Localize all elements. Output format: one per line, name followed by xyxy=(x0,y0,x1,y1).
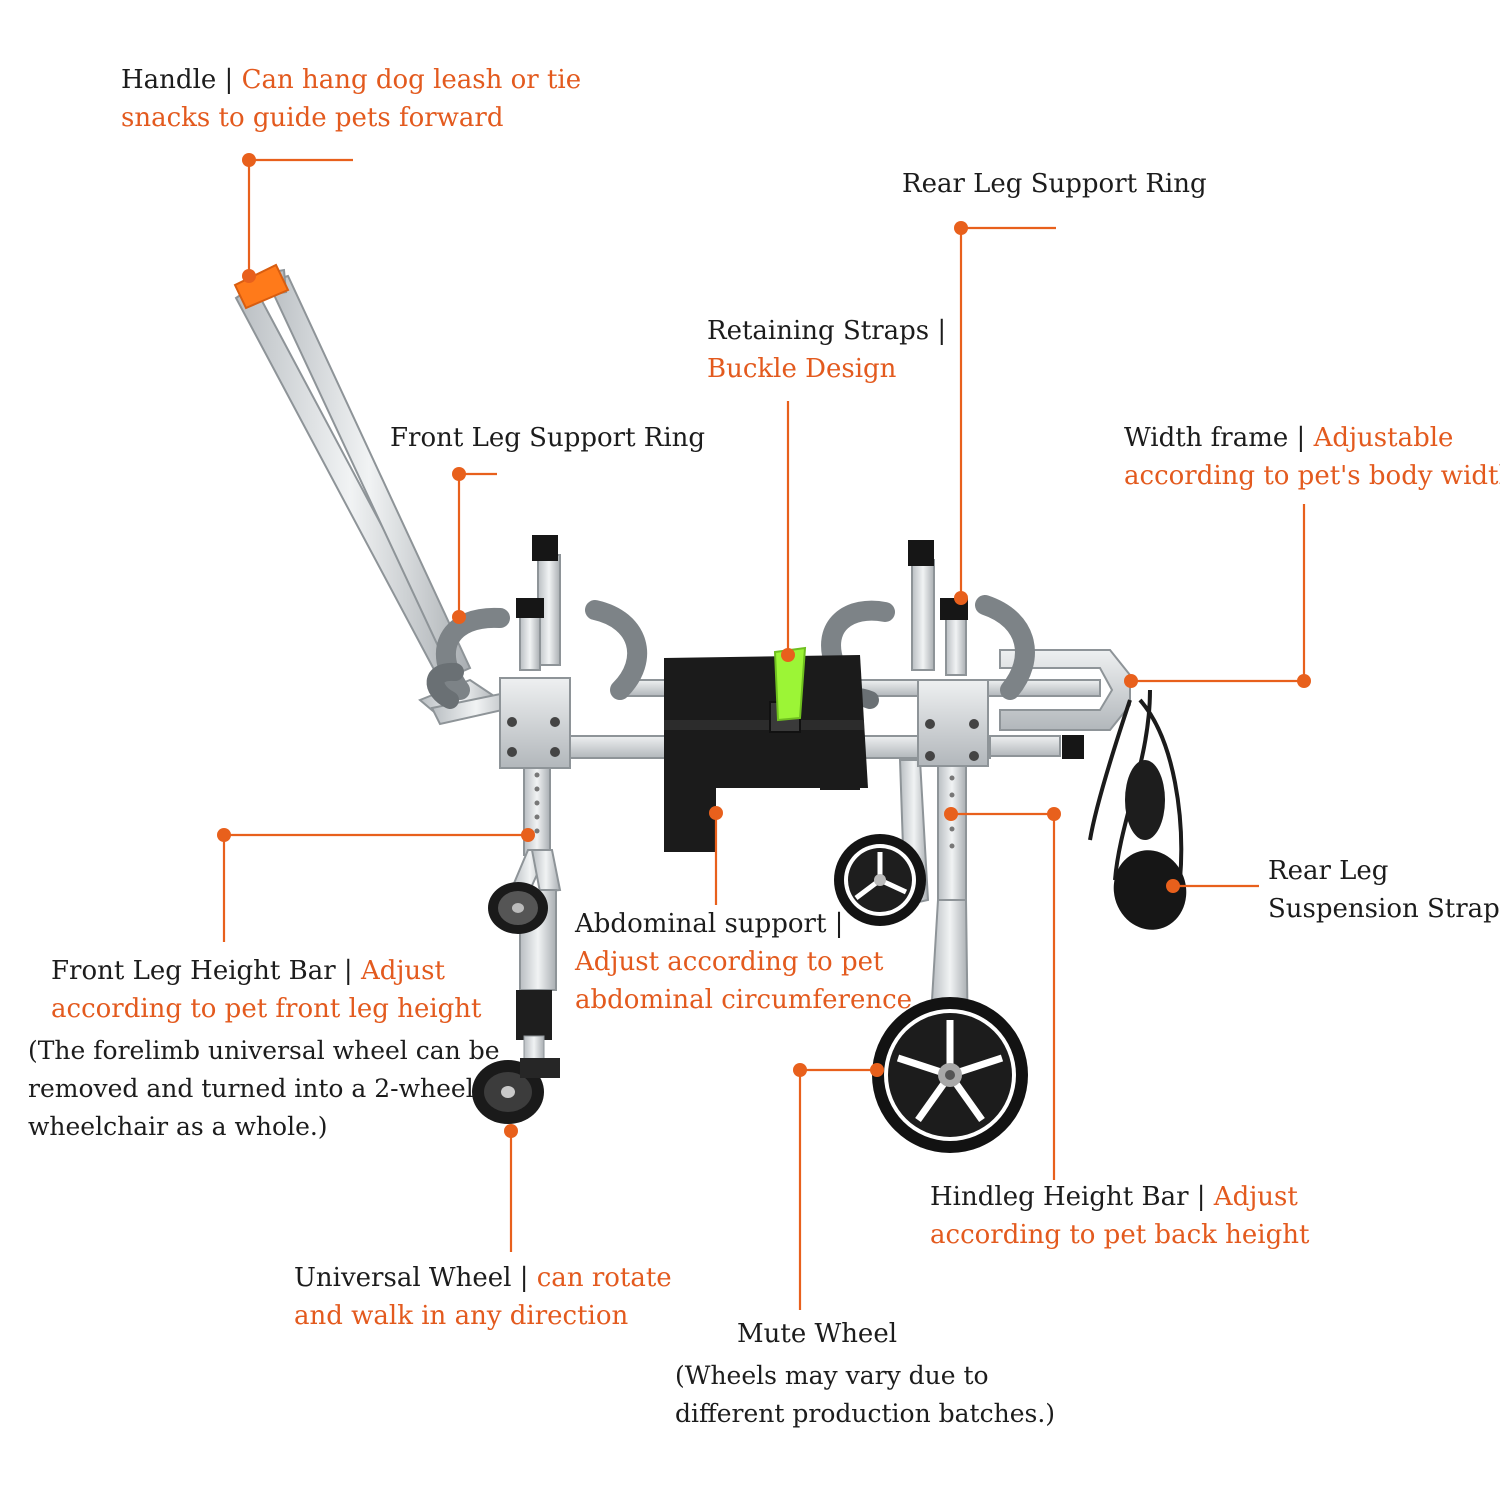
retaining-desc: Buckle Design xyxy=(707,354,897,384)
front-height-note: (The forelimb universal wheel can be rem… xyxy=(28,1036,500,1141)
abdominal-label: Abdominal support | Adjust according to … xyxy=(575,905,912,1019)
hind-height-desc-2: according to pet back height xyxy=(930,1220,1310,1250)
abdominal-desc-2: abdominal circumference xyxy=(575,985,913,1015)
leader-dots xyxy=(217,153,1311,1138)
handle-desc-2: snacks to guide pets forward xyxy=(121,103,504,133)
clamp-blocks xyxy=(499,677,989,769)
leader-handle xyxy=(247,158,353,276)
mute-wheel-label: Mute Wheel xyxy=(737,1319,898,1349)
leader-width xyxy=(1131,504,1306,683)
front-caster-upper xyxy=(488,882,548,934)
handle-desc: Can hang dog leash or tie xyxy=(241,65,582,95)
front-support-rings xyxy=(426,600,648,709)
leader-rear-ring xyxy=(959,226,1056,598)
universal-wheel xyxy=(472,1058,560,1124)
rear-suspension-strap xyxy=(1088,689,1187,930)
handle-grip xyxy=(233,263,290,310)
support-posts xyxy=(516,535,1084,759)
hind-height-label: Hindleg Height Bar | Adjust according to… xyxy=(930,1178,1309,1254)
front-height-desc: Adjust xyxy=(360,956,445,986)
universal-wheel-label: Universal Wheel | can rotate and walk in… xyxy=(294,1259,672,1335)
front-height-label: Front Leg Height Bar | Adjust according … xyxy=(51,952,482,1028)
universal-desc-2: and walk in any direction xyxy=(294,1301,629,1331)
width-desc: Adjustable xyxy=(1313,423,1454,453)
front-height-desc-2: according to pet front leg height xyxy=(51,994,482,1024)
mute-wheel xyxy=(872,997,1028,1153)
wheelchair-illustration xyxy=(233,263,1187,1153)
leader-front-ring xyxy=(457,472,497,617)
handle-frame xyxy=(234,268,521,726)
abdominal-support xyxy=(664,655,868,852)
abdominal-desc: Adjust according to pet xyxy=(575,947,884,977)
hind-height-desc: Adjust xyxy=(1213,1182,1298,1212)
width-frame-label: Width frame | Adjustable according to pe… xyxy=(1124,419,1500,495)
handle-label: Handle | Can hang dog leash or tie snack… xyxy=(121,61,581,137)
rear-strap-label: Rear Leg Suspension Strap xyxy=(1268,856,1500,924)
leader-front-height xyxy=(222,833,528,942)
mute-wheel-note: (Wheels may vary due to different produc… xyxy=(675,1361,1056,1428)
rear-ring-label: Rear Leg Support Ring xyxy=(902,169,1207,199)
rear-small-wheel xyxy=(834,834,926,926)
leader-mute xyxy=(798,1068,877,1310)
front-ring-label: Front Leg Support Ring xyxy=(390,423,706,453)
width-desc-2: according to pet's body width xyxy=(1124,461,1500,491)
retaining-straps-label: Retaining Straps | Buckle Design xyxy=(707,312,946,388)
buckle-strap-green xyxy=(773,646,807,722)
universal-desc: can rotate xyxy=(536,1263,672,1293)
